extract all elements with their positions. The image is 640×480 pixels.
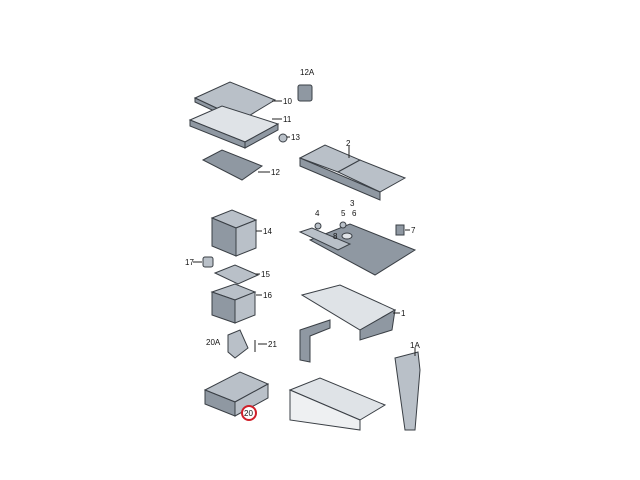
label-1: 1: [401, 309, 406, 318]
part-20A-bracket[interactable]: [227, 329, 249, 359]
part-15-socket[interactable]: [213, 264, 260, 285]
highlight-ring: [241, 405, 257, 421]
part-13-nut[interactable]: [278, 133, 288, 143]
part-7-fuse[interactable]: [395, 224, 405, 236]
label-10: 10: [283, 97, 292, 106]
part-11-housing[interactable]: [188, 105, 280, 149]
part-3-fuse-box[interactable]: [298, 223, 417, 276]
part-5-nut[interactable]: [339, 221, 347, 229]
label-6: 6: [352, 209, 357, 218]
part-12-fuse-holder[interactable]: [201, 149, 264, 181]
label-12A: 12A: [300, 68, 315, 77]
label-20A: 20A: [206, 338, 221, 347]
part-4-nut[interactable]: [314, 222, 322, 230]
label-16: 16: [263, 291, 272, 300]
part-1A-cover[interactable]: [394, 351, 421, 431]
part-17-relay[interactable]: [202, 256, 214, 268]
label-21: 21: [268, 340, 277, 349]
label-3: 3: [350, 199, 355, 208]
label-5: 5: [341, 209, 346, 218]
part-2-cover[interactable]: [298, 144, 407, 201]
leader-lines: [193, 100, 416, 421]
part-12A-clip[interactable]: [297, 84, 313, 102]
label-1A: 1A: [410, 341, 420, 350]
label-11: 11: [283, 115, 292, 124]
part-8-washer[interactable]: [341, 232, 353, 240]
label-20: 20: [244, 409, 253, 418]
label-14: 14: [263, 227, 272, 236]
part-1-bracket[interactable]: [299, 284, 397, 363]
label-8: 8: [333, 232, 338, 241]
part-16-holder[interactable]: [210, 283, 257, 324]
part-20-control-unit[interactable]: [203, 371, 270, 417]
label-2: 2: [346, 139, 351, 148]
label-4: 4: [315, 209, 320, 218]
part-14-relay[interactable]: [210, 209, 258, 257]
label-12: 12: [271, 168, 280, 177]
label-13: 13: [291, 133, 300, 142]
label-17: 17: [185, 258, 194, 267]
battery: [288, 377, 387, 431]
label-15: 15: [261, 270, 270, 279]
label-7: 7: [411, 226, 416, 235]
